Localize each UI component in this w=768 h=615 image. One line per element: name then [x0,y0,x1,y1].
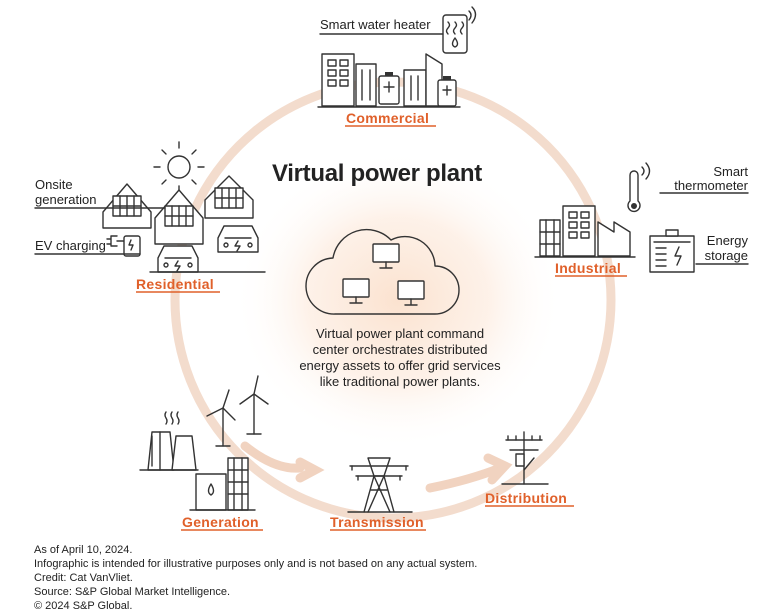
category-transmission: Transmission [330,514,424,530]
label-onsite-generation-1: Onsite [35,177,73,192]
label-energy-storage-2: storage [704,248,748,263]
description-line: like traditional power plants. [319,374,481,389]
ev-car-icon [217,225,259,253]
footer-line: Infographic is intended for illustrative… [34,558,478,570]
thermometer-icon [627,162,651,213]
ev-car-icon [157,245,199,273]
sun-icon [153,141,205,193]
label-onsite-generation-2: generation [35,192,97,207]
description-line: Virtual power plant command [315,326,485,341]
solar-house-icon [102,183,152,229]
cloud-icon [305,228,460,315]
category-industrial: Industrial [555,260,622,276]
description-line: energy assets to offer grid services [299,358,501,373]
solar-house-icon [204,175,254,219]
water-heater-icon [442,6,477,54]
label-smart-thermometer-2: thermometer [674,178,748,193]
solar-house-icon [154,189,204,245]
wind-turbine-icon [206,389,236,447]
power-plant-icon [195,457,249,511]
center-glow [233,150,563,450]
category-distribution: Distribution [485,490,568,506]
category-commercial: Commercial [346,110,430,126]
monitor-icon [397,280,425,306]
footer-line: Credit: Cat VanVliet. [34,572,133,584]
footer-line: As of April 10, 2024. [34,544,133,556]
footer-line: © 2024 S&P Global. [34,600,133,612]
monitor-icon [342,278,370,304]
label-smart-water-heater: Smart water heater [320,17,431,32]
label-ev-charging: EV charging [35,238,106,253]
battery-icon [437,76,457,107]
category-residential: Residential [136,276,214,292]
ev-charger-icon [106,235,141,257]
flow-arrows [240,441,513,493]
transmission-tower-icon [349,457,409,513]
battery-icon [378,72,400,105]
footer-line: Source: S&P Global Market Intelligence. [34,586,231,598]
label-energy-storage-1: Energy [706,233,748,248]
description-line: center orchestrates distributed [312,342,488,357]
factory-icon [539,205,631,257]
utility-pole-icon [505,431,543,485]
command-center-description: Virtual power plant command center orche… [270,326,530,390]
category-generation: Generation [182,514,259,530]
diagram-title: Virtual power plant [272,160,482,187]
label-smart-thermometer-1: Smart [713,164,748,179]
wind-turbine-icon [239,375,269,435]
power-plant-icon [147,411,197,471]
monitor-icon [372,243,400,269]
energy-storage-icon [649,229,695,273]
footer-notes: As of April 10, 2024. Infographic is int… [34,543,477,613]
